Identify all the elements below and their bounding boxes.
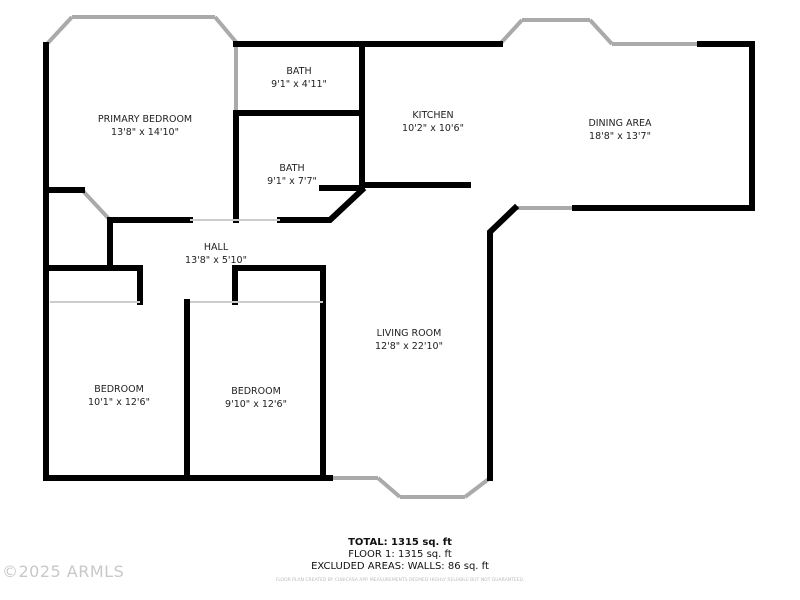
room-bath-2: BATH 9'1" x 7'7" (267, 162, 317, 188)
room-bedroom-1: BEDROOM 10'1" x 12'6" (88, 383, 150, 409)
windows (44, 15, 700, 499)
room-size: 10'2" x 10'6" (402, 123, 464, 134)
room-name: BATH (286, 66, 312, 77)
room-size: 10'1" x 12'6" (88, 397, 150, 408)
room-size: 13'8" x 5'10" (185, 255, 247, 266)
room-size: 9'10" x 12'6" (225, 399, 287, 410)
floor-area: FLOOR 1: 1315 sq. ft (348, 549, 452, 560)
room-dining-area: DINING AREA 18'8" x 13'7" (588, 117, 651, 143)
total-area: TOTAL: 1315 sq. ft (348, 537, 452, 548)
room-size: 9'1" x 4'11" (271, 79, 327, 90)
room-hall: HALL 13'8" x 5'10" (185, 241, 247, 267)
room-kitchen: KITCHEN 10'2" x 10'6" (402, 109, 464, 135)
room-name: PRIMARY BEDROOM (97, 114, 193, 125)
room-name: LIVING ROOM (376, 328, 442, 339)
excluded-area: EXCLUDED AREAS: WALLS: 86 sq. ft (311, 561, 489, 572)
room-name: DINING AREA (588, 118, 652, 129)
room-bedroom-2: BEDROOM 9'10" x 12'6" (225, 385, 287, 411)
disclaimer: FLOOR PLAN CREATED BY CUBICASA APP. MEAS… (275, 578, 525, 583)
room-size: 13'8" x 14'10" (111, 127, 179, 138)
room-living-room: LIVING ROOM 12'8" x 22'10" (375, 327, 443, 353)
watermark: ©2025 ARMLS (2, 562, 125, 581)
room-primary-bedroom: PRIMARY BEDROOM 13'8" x 14'10" (98, 113, 192, 139)
room-name: KITCHEN (412, 110, 454, 121)
room-size: 9'1" x 7'7" (267, 176, 317, 187)
room-name: HALL (203, 242, 229, 253)
room-size: 12'8" x 22'10" (375, 341, 443, 352)
walls (43, 41, 755, 481)
room-name: BATH (279, 163, 305, 174)
room-bath-1: BATH 9'1" x 4'11" (271, 65, 327, 91)
interior-doors (50, 219, 323, 303)
room-size: 18'8" x 13'7" (589, 131, 651, 142)
room-name: BEDROOM (231, 386, 281, 397)
room-name: BEDROOM (94, 384, 144, 395)
